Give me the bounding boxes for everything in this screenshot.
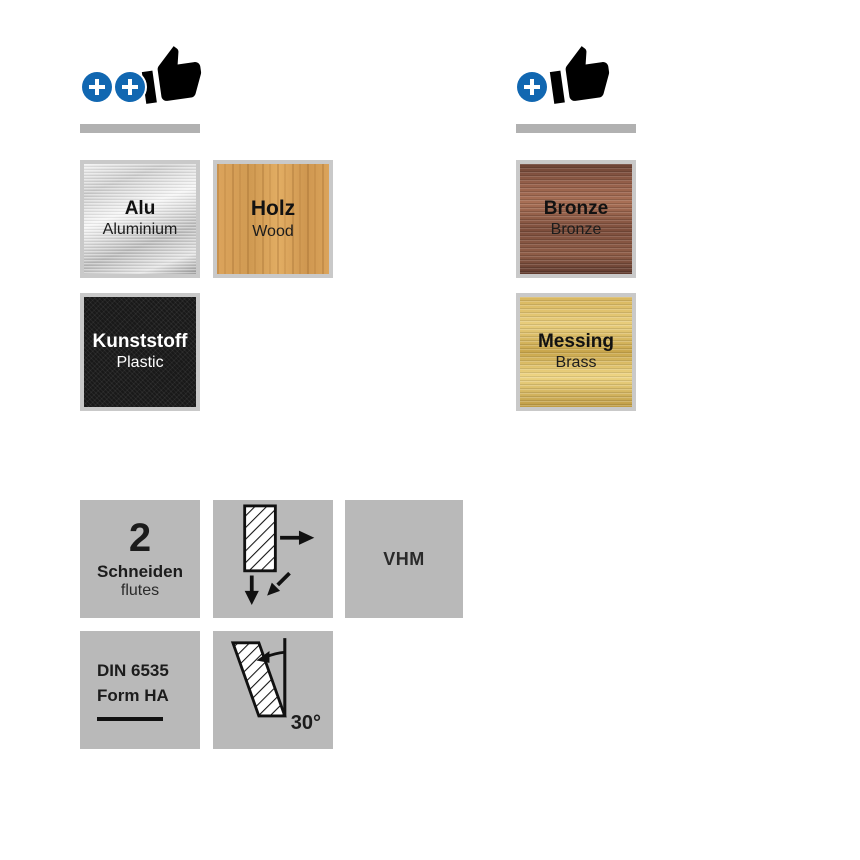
din-form: Form HA [97, 685, 169, 705]
thumbs-up-icon [544, 40, 616, 112]
spec-tile-cut-directions [213, 500, 333, 618]
material-tile-aluminium: Alu Aluminium [80, 160, 200, 278]
material-tile-bronze: Bronze Bronze [516, 160, 636, 278]
flutes-label-de: Schneiden [97, 562, 183, 581]
spec-tile-vhm: VHM [345, 500, 463, 618]
din-underline [97, 717, 163, 722]
material-subtitle: Bronze [550, 221, 602, 239]
spec-tile-helix-angle: 30° [213, 631, 333, 749]
material-tile-brass: Messing Brass [516, 293, 636, 411]
vhm-label: VHM [383, 548, 425, 569]
plus-icon [82, 72, 112, 102]
thumbs-up-icon [136, 40, 208, 112]
spec-tile-flutes: 2 Schneiden flutes [80, 500, 200, 618]
material-title: Kunststoff [92, 330, 188, 352]
material-subtitle: Brass [555, 354, 597, 372]
din-norm: DIN 6535 [97, 660, 169, 680]
helix-angle-icon [213, 631, 333, 749]
divider-bar [516, 124, 636, 133]
material-tile-plastic: Kunststoff Plastic [80, 293, 200, 411]
material-title: Bronze [543, 197, 609, 219]
plunge-cut-icon [213, 500, 333, 618]
plus-icon [517, 72, 547, 102]
spec-tile-din: DIN 6535 Form HA [80, 631, 200, 749]
material-title: Holz [250, 197, 296, 221]
material-subtitle: Plastic [116, 354, 164, 372]
material-title: Messing [537, 330, 615, 352]
divider-bar [80, 124, 200, 133]
material-tile-wood: Holz Wood [213, 160, 333, 278]
helix-angle-value: 30° [290, 712, 321, 734]
material-subtitle: Wood [252, 222, 294, 240]
plus-icon [115, 72, 145, 102]
flutes-label-en: flutes [120, 582, 160, 599]
material-title: Alu [124, 197, 156, 219]
material-subtitle: Aluminium [102, 221, 178, 239]
flutes-count: 2 [128, 516, 152, 560]
